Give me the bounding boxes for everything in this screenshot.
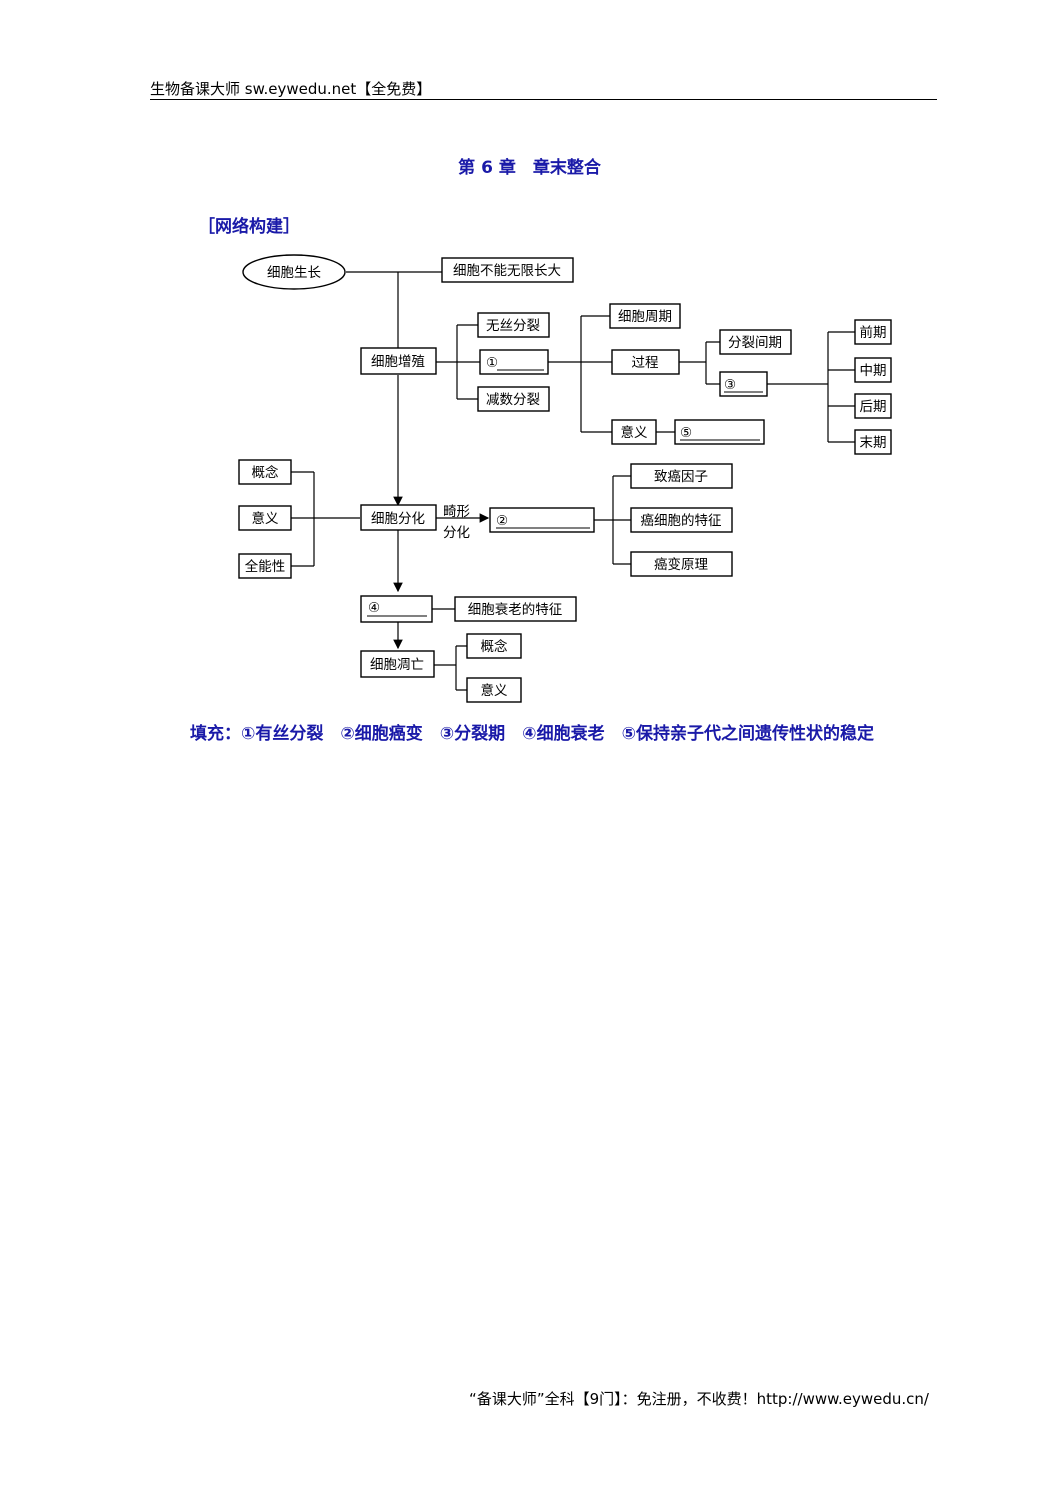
node-meiosis-label: 减数分裂 [486, 392, 540, 408]
node-amitosis-label: 无丝分裂 [486, 318, 540, 334]
node-process: 过程 [611, 349, 680, 375]
node-blank-1: ① [479, 349, 549, 375]
node-aging-features: 细胞衰老的特征 [454, 596, 577, 622]
node-concept-1-label: 概念 [252, 464, 279, 481]
node-significance-3-label: 意义 [481, 682, 508, 699]
node-blank-4: ④ [360, 595, 433, 623]
node-cannot-grow: 细胞不能无限长大 [441, 257, 574, 283]
blank-4-marker: ④ [368, 600, 380, 616]
node-concept-2: 概念 [466, 633, 522, 659]
node-carcinogens: 致癌因子 [630, 463, 733, 489]
node-telophase-label: 末期 [860, 435, 887, 451]
node-totipotency-label: 全能性 [245, 558, 286, 575]
node-proliferation-label: 细胞增殖 [371, 353, 425, 370]
node-apoptosis-label: 细胞凋亡 [370, 657, 424, 673]
page-footer: “备课大师”全科【9门】：免注册，不收费！http://www.eywedu.c… [469, 1390, 929, 1408]
node-cannot-grow-label: 细胞不能无限长大 [453, 263, 561, 279]
node-significance-2: 意义 [238, 505, 292, 531]
node-blank-2: ② [489, 507, 595, 533]
node-anaphase: 后期 [854, 393, 892, 419]
node-process-label: 过程 [632, 355, 659, 371]
node-cell-cycle-label: 细胞周期 [618, 309, 672, 325]
node-aging-features-label: 细胞衰老的特征 [468, 601, 563, 618]
node-interphase-label: 分裂间期 [728, 335, 782, 351]
node-amitosis: 无丝分裂 [477, 312, 550, 338]
node-cell-growth: 细胞生长 [242, 254, 346, 290]
page-header: 生物备课大师 sw.eywedu.net【全免费】 [150, 80, 432, 98]
node-proliferation: 细胞增殖 [360, 347, 437, 375]
node-telophase: 末期 [854, 429, 892, 455]
node-concept-1: 概念 [238, 459, 292, 485]
node-cancer-principle: 癌变原理 [630, 551, 733, 577]
header-divider [150, 99, 937, 100]
section-label: ［网络构建］ [198, 217, 300, 237]
node-cell-cycle: 细胞周期 [609, 303, 681, 329]
node-meiosis: 减数分裂 [477, 386, 550, 412]
node-carcinogens-label: 致癌因子 [654, 469, 708, 485]
node-blank-3: ③ [719, 371, 768, 397]
fill-answers: 填充：①有丝分裂 ②细胞癌变 ③分裂期 ④细胞衰老 ⑤保持亲子代之间遗传性状的稳… [190, 724, 874, 744]
node-significance-1: 意义 [611, 419, 657, 445]
node-metaphase-label: 中期 [860, 363, 887, 379]
node-significance-3: 意义 [466, 677, 522, 703]
abnormal-label-line-1: 畸形 [443, 504, 470, 520]
node-concept-2-label: 概念 [481, 638, 508, 655]
node-anaphase-label: 后期 [860, 399, 887, 415]
blank-2-marker: ② [496, 513, 508, 529]
node-differentiation: 细胞分化 [360, 504, 437, 531]
blank-5-marker: ⑤ [680, 425, 692, 441]
node-significance-2-label: 意义 [252, 510, 279, 527]
connector-lines [291, 271, 855, 691]
node-prophase: 前期 [854, 319, 892, 345]
abnormal-label-line-2: 分化 [443, 525, 470, 541]
blank-3-marker: ③ [724, 377, 736, 393]
blank-1-marker: ① [486, 355, 498, 371]
node-significance-1-label: 意义 [621, 424, 648, 441]
chapter-title: 第 6 章 章末整合 [458, 158, 601, 178]
node-blank-5: ⑤ [674, 419, 765, 445]
node-apoptosis: 细胞凋亡 [360, 650, 435, 678]
node-differentiation-label: 细胞分化 [371, 511, 425, 527]
node-cancer-features: 癌细胞的特征 [630, 507, 733, 533]
node-cell-growth-label: 细胞生长 [267, 265, 321, 281]
node-prophase-label: 前期 [860, 324, 887, 341]
node-interphase: 分裂间期 [719, 329, 792, 355]
node-cancer-features-label: 癌细胞的特征 [641, 513, 722, 529]
concept-map: 细胞生长 细胞不能无限长大 细胞增殖 无丝分裂 ① 减数分裂 细胞周期 过程 意… [238, 254, 892, 703]
node-totipotency: 全能性 [238, 553, 292, 579]
node-metaphase: 中期 [854, 357, 892, 383]
node-cancer-principle-label: 癌变原理 [654, 557, 708, 573]
